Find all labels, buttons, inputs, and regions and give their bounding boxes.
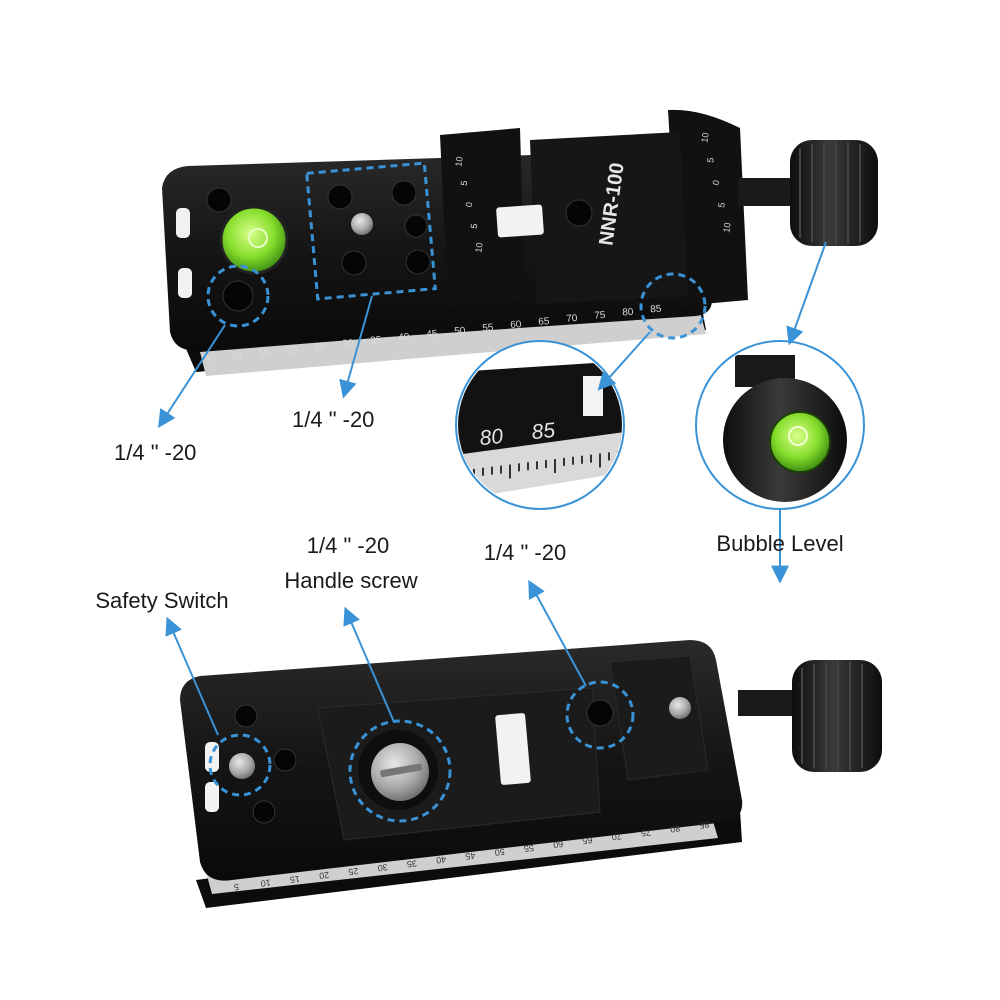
bottom-hole [586, 699, 614, 727]
label-bubble-level: Bubble Level [716, 531, 844, 556]
scale-number: 0 [711, 179, 722, 185]
label-top-center-thread: 1/4 " -20 [292, 407, 375, 432]
bottom-safety-slot [205, 782, 219, 812]
top-hole [391, 180, 417, 206]
scale-number: 35 [370, 335, 382, 347]
magnifier-scale-85: 85 [531, 419, 557, 444]
top-safety-slot [178, 268, 192, 298]
bottom-rail-scale: 5 10 15 20 25 30 35 40 45 50 55 60 65 70 75 80 85 [233, 819, 710, 892]
bottom-hole [234, 704, 258, 728]
scale-number: 65 [538, 316, 550, 328]
scale-number: 10 [260, 878, 271, 889]
scale-number: 20 [286, 344, 298, 356]
scale-number: 45 [426, 329, 438, 341]
top-hole [206, 187, 232, 213]
callout-ring-top-scale [639, 272, 707, 340]
bottom-hole [273, 748, 297, 772]
top-bubble-level [219, 205, 289, 275]
top-hole [222, 280, 254, 312]
top-slot [496, 204, 544, 238]
label-bottom-right-thread: 1/4 " -20 [483, 540, 567, 565]
scale-number: 75 [640, 827, 651, 838]
scale-number: 20 [319, 870, 330, 881]
scale-number: 80 [670, 823, 681, 834]
scale-number: 35 [406, 858, 417, 869]
top-rotary-block-right [668, 109, 748, 307]
bottom-clamp: 5 10 15 20 25 30 35 40 45 50 55 60 65 70 75 80 85 [180, 640, 882, 908]
bottom-slot [495, 713, 531, 785]
top-hole [341, 250, 367, 276]
callout-ring-handle [348, 719, 452, 823]
scale-number: 10 [453, 156, 464, 167]
top-hole [405, 249, 431, 275]
scale-number: 30 [342, 338, 354, 350]
scale-number: 10 [699, 132, 710, 143]
scale-number: 40 [436, 854, 447, 865]
label-bottom-handle-thread: 1/4 " -20 [306, 533, 390, 558]
scale-number: 5 [205, 354, 212, 365]
top-rail-scale: 5 10 15 20 25 30 35 40 45 50 55 60 65 70 75 80 85 [205, 304, 663, 366]
scale-number: 85 [699, 819, 710, 830]
scale-number: 45 [465, 850, 476, 861]
scale-number: 15 [258, 347, 270, 359]
label-handle-screw: Handle screw [284, 568, 418, 593]
scale-number: 80 [622, 307, 634, 319]
top-rail-scale-strip [200, 312, 706, 376]
scale-number: 70 [566, 313, 578, 325]
label-safety-switch: Safety Switch [95, 588, 229, 613]
top-knob [790, 140, 878, 246]
scale-number: 10 [230, 351, 242, 363]
top-handle-screw [351, 213, 373, 235]
callout-ring-top-left [206, 264, 270, 328]
scale-number: 5 [716, 202, 727, 208]
top-hole [327, 184, 353, 210]
scale-number: 30 [377, 862, 388, 873]
scale-number: 65 [582, 835, 593, 846]
scale-number: 55 [482, 322, 494, 334]
scale-number: 70 [611, 831, 622, 842]
bottom-small-screw [669, 697, 691, 719]
scale-number: 10 [473, 242, 484, 253]
scale-number: 75 [594, 310, 606, 322]
top-safety-slot [176, 208, 190, 238]
scale-number: 60 [510, 319, 522, 331]
scale-number: 5 [469, 223, 480, 229]
scale-number: 50 [454, 326, 466, 338]
scale-number: 55 [523, 843, 534, 854]
bottom-knob-shaft [738, 690, 798, 716]
scale-number: 25 [348, 866, 359, 877]
top-hole [565, 199, 593, 227]
magnifier-scale-80: 80 [479, 425, 505, 450]
scale-number: 60 [553, 839, 564, 850]
callout-box-top-center [305, 161, 437, 301]
scale-number: 0 [464, 201, 475, 207]
scale-number: 85 [650, 304, 662, 316]
top-hole [404, 214, 428, 238]
top-clamp-jaw [530, 132, 688, 304]
callout-arrows [158, 241, 827, 736]
scale-magnifier: 80 85 [455, 340, 625, 510]
bubble-level-magnifier [695, 340, 865, 510]
top-rotary-scale-left: 10 5 0 5 10 [453, 156, 484, 253]
scale-number: 5 [233, 882, 239, 893]
top-rotary-block-left [440, 128, 525, 306]
scale-number: 25 [314, 341, 326, 353]
bottom-pocket-right [609, 655, 709, 781]
top-knob-shaft [738, 178, 798, 206]
scale-number: 5 [705, 157, 716, 163]
callout-ring-bottom-right [565, 680, 635, 750]
safety-switch-screw [229, 753, 255, 779]
label-top-left-thread: 1/4 " -20 [114, 440, 197, 465]
scale-number: 40 [398, 332, 410, 344]
callout-ring-safety [208, 733, 272, 797]
scale-number: 5 [459, 180, 470, 186]
scale-number: 10 [721, 222, 732, 233]
scale-number: 15 [289, 874, 300, 885]
bottom-hole [252, 800, 276, 824]
scale-number: 50 [494, 847, 505, 858]
top-rotary-scale-right: 10 5 0 5 10 [699, 132, 732, 233]
